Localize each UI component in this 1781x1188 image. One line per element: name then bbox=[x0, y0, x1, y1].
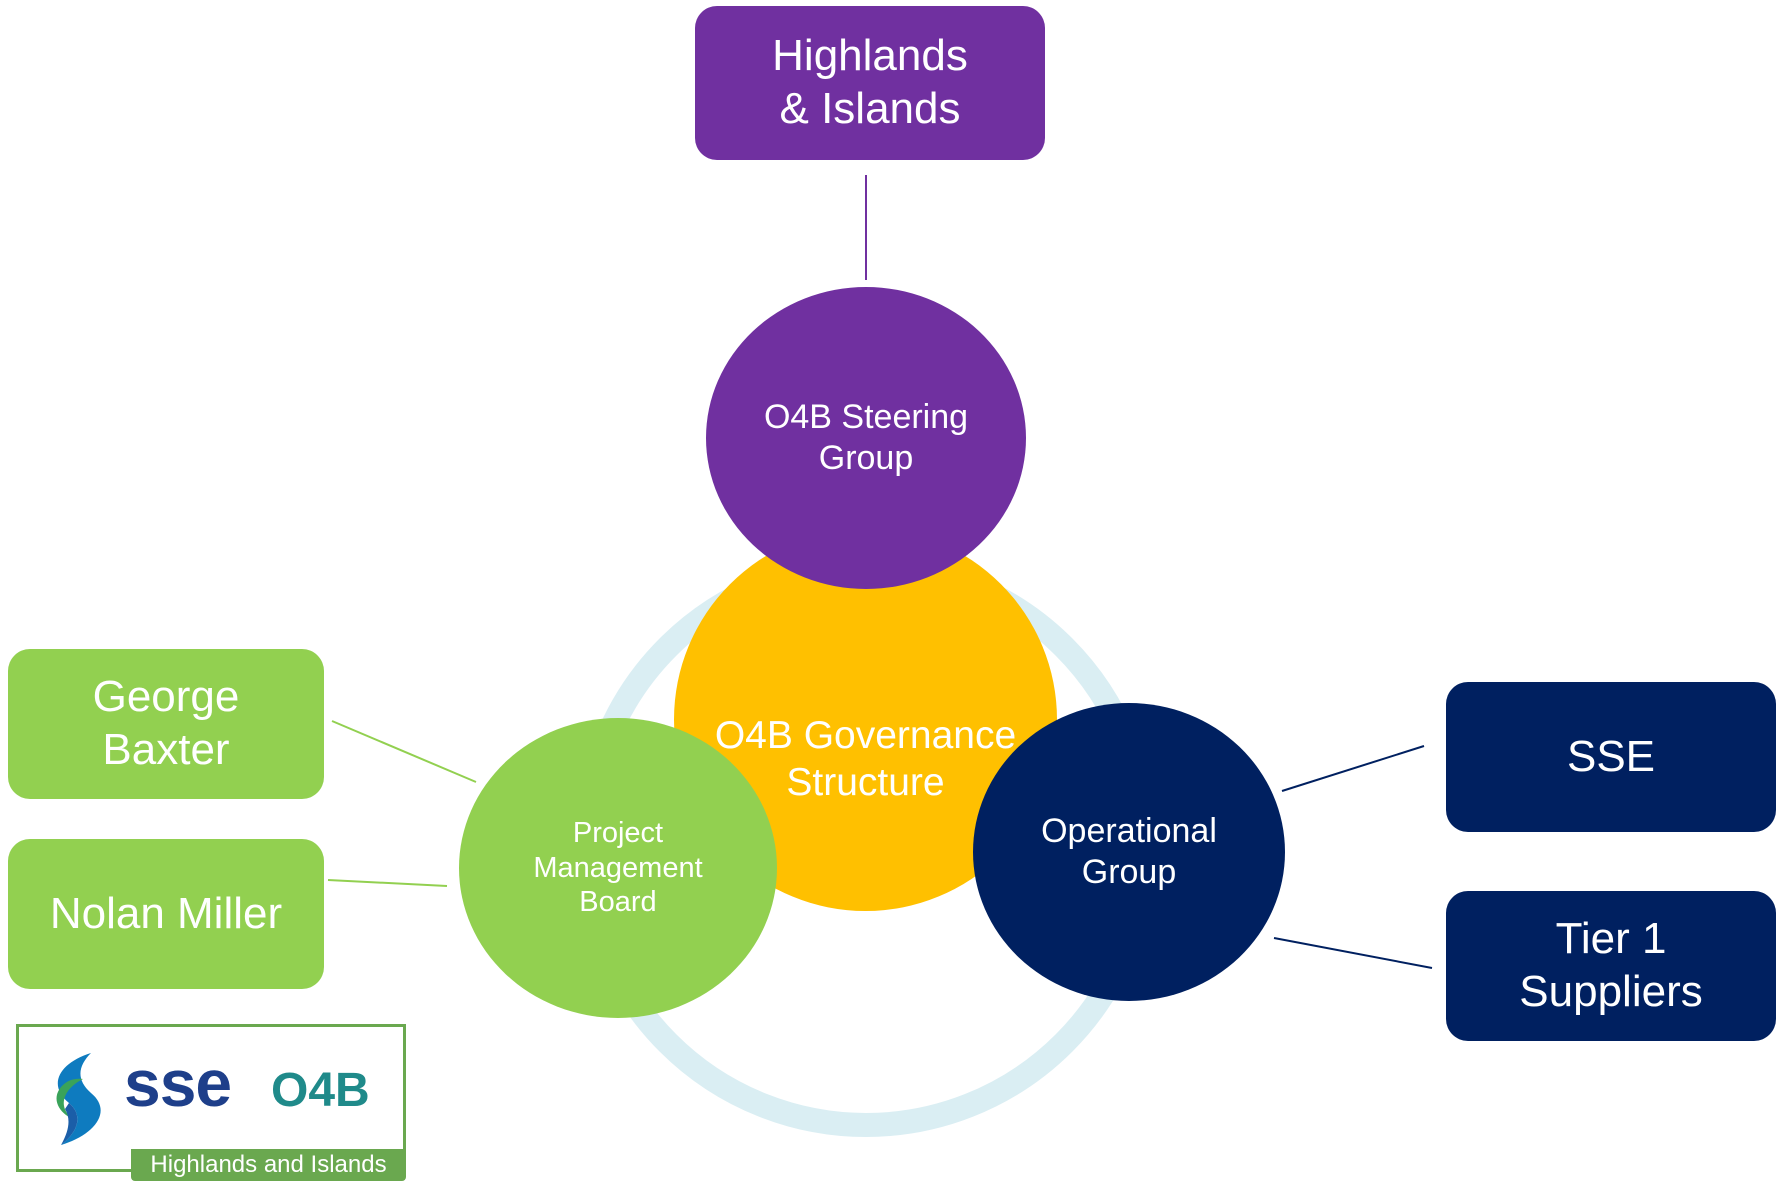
connector-nolan bbox=[327, 879, 448, 887]
connector-george bbox=[331, 720, 477, 783]
o4b-wordmark: O4B bbox=[271, 1064, 370, 1117]
sse-wordmark: sse bbox=[124, 1046, 232, 1120]
tier1-suppliers-box: Tier 1 Suppliers bbox=[1446, 891, 1776, 1041]
governance-structure-label: O4B Governance Structure bbox=[714, 713, 1017, 804]
george-baxter-label: George Baxter bbox=[92, 672, 240, 774]
project-management-board-circle: Project Management Board bbox=[459, 718, 777, 1018]
operational-group-label: Operational Group bbox=[1041, 812, 1217, 891]
steering-group-label: O4B Steering Group bbox=[763, 398, 969, 477]
sse-swoosh-icon bbox=[56, 1053, 101, 1145]
sse-o4b-logo: sse O4B Highlands and Islands bbox=[16, 1024, 406, 1181]
sse-box: SSE bbox=[1446, 682, 1776, 832]
sse-label: SSE bbox=[1566, 731, 1656, 781]
logo-footer: Highlands and Islands bbox=[131, 1149, 406, 1181]
highlands-islands-label: Highlands & Islands bbox=[772, 31, 968, 133]
nolan-miller-label: Nolan Miller bbox=[49, 888, 283, 938]
highlands-islands-box: Highlands & Islands bbox=[695, 6, 1045, 160]
project-management-board-label: Project Management Board bbox=[533, 816, 703, 919]
operational-group-circle: Operational Group bbox=[973, 703, 1285, 1001]
george-baxter-box: George Baxter bbox=[8, 649, 324, 799]
connector-sse bbox=[1281, 745, 1425, 792]
tier1-suppliers-label: Tier 1 Suppliers bbox=[1519, 914, 1703, 1016]
steering-group-circle: O4B Steering Group bbox=[706, 287, 1026, 589]
nolan-miller-box: Nolan Miller bbox=[8, 839, 324, 989]
connector-tier1 bbox=[1273, 937, 1433, 969]
